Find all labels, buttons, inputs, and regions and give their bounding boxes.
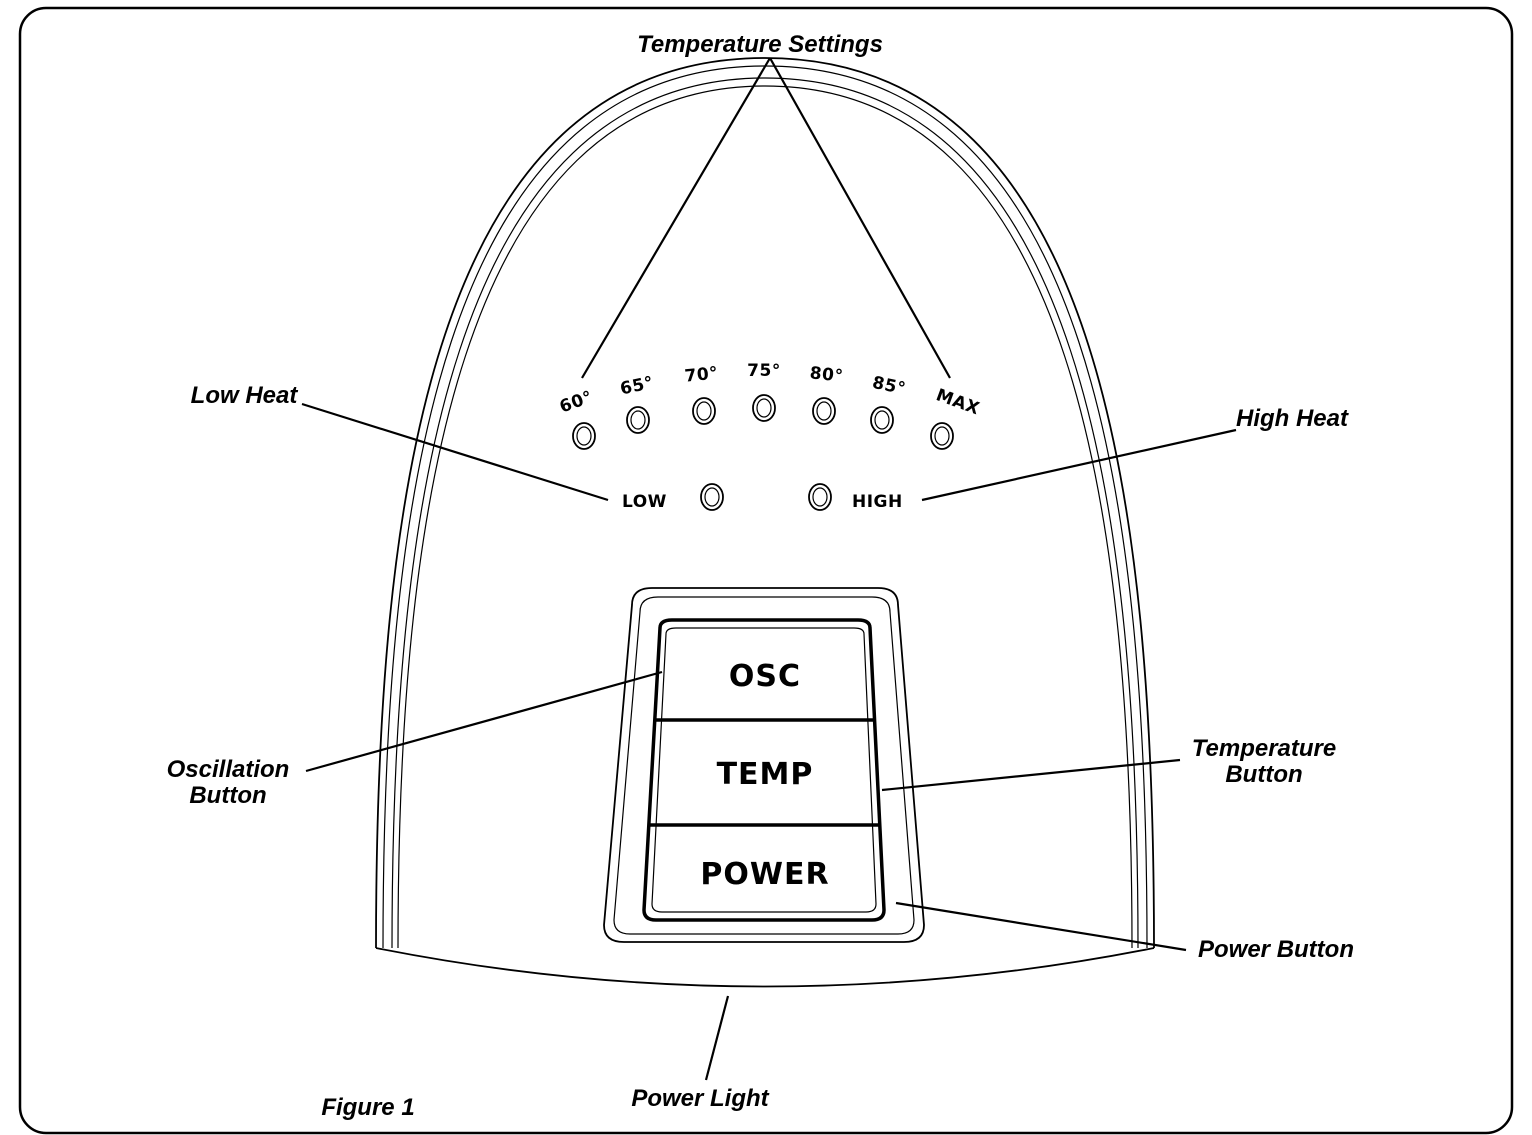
callout-temperature-settings: Temperature Settings (637, 31, 883, 58)
temp-indicator-light-80 (812, 397, 836, 425)
figure-frame (18, 6, 1514, 1135)
callout-temperature-button-line2: Button (1225, 761, 1302, 788)
figure-caption: Figure 1 (321, 1094, 414, 1121)
temperature-indicators: 60° 65° 70° 75° 80° 85° MAX (557, 361, 982, 450)
leader-lines (301, 57, 1237, 1081)
leader-temperature-settings-right (769, 57, 951, 379)
osc-button-label: OSC (729, 659, 801, 694)
leader-temperature-button (881, 758, 1181, 792)
temp-button[interactable]: TEMP (658, 722, 872, 822)
callout-high-heat: High Heat (1236, 405, 1349, 432)
callout-oscillation-button-line1: Oscillation (167, 756, 290, 783)
callout-oscillation-button-line2: Button (189, 782, 266, 809)
leader-temperature-settings-left (581, 57, 771, 379)
low-label: LOW (622, 492, 667, 512)
temp-indicator-light-75 (752, 394, 776, 422)
temp-button-label: TEMP (717, 757, 814, 792)
leader-high-heat (921, 428, 1237, 502)
high-indicator-light (808, 483, 832, 511)
temp-indicator-light-65 (626, 406, 650, 434)
callout-power-button: Power Button (1198, 936, 1354, 963)
high-label: HIGH (852, 492, 903, 512)
leader-oscillation-button (305, 670, 663, 773)
temp-indicator-light-max (930, 422, 954, 450)
callout-temperature-button-line1: Temperature (1192, 735, 1337, 762)
osc-button[interactable]: OSC (664, 632, 866, 718)
temp-label-60: 60° (557, 387, 595, 417)
leader-power-button (895, 901, 1187, 952)
temp-indicator-light-70 (692, 397, 716, 425)
heater-body (375, 57, 1155, 988)
temp-label-80: 80° (809, 363, 845, 386)
temp-indicator-light-85 (870, 406, 894, 434)
temp-indicator-light-60 (572, 422, 596, 450)
callout-low-heat: Low Heat (191, 382, 299, 409)
button-pod (603, 587, 925, 943)
power-button[interactable]: POWER (652, 827, 878, 909)
leader-low-heat (301, 402, 609, 502)
temp-label-70: 70° (684, 363, 720, 386)
power-button-label: POWER (700, 857, 829, 892)
leader-power-light (704, 995, 730, 1081)
callout-power-light: Power Light (631, 1085, 769, 1112)
temp-label-65: 65° (618, 373, 655, 400)
low-indicator-light (700, 483, 724, 511)
heat-indicators: LOW HIGH (622, 483, 903, 512)
temp-label-85: 85° (870, 373, 907, 400)
temp-label-75: 75° (747, 361, 781, 381)
temp-label-max: MAX (933, 385, 982, 419)
